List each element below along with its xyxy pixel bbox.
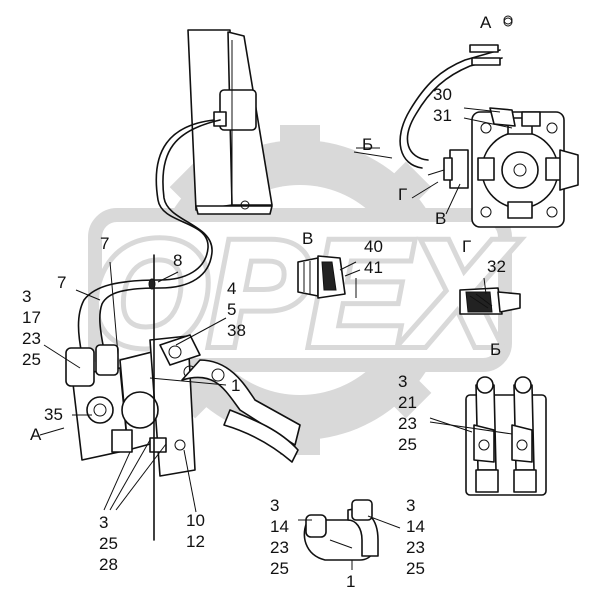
callout-number: 25 (22, 350, 41, 369)
view-label-b-arrow: Б (362, 135, 373, 154)
callout-number: 30 (433, 85, 452, 104)
callout-number: 14 (270, 517, 289, 536)
view-label-v-arrow: В (435, 209, 446, 228)
callout-8: 8 (173, 251, 182, 270)
callout-number: 40 (364, 237, 383, 256)
callout-number: 8 (173, 251, 182, 270)
callout-number: 25 (406, 559, 425, 578)
callout-number: 23 (22, 329, 41, 348)
callout-number: 23 (406, 538, 425, 557)
callout-number: 1 (346, 572, 355, 591)
callout-number: 12 (186, 532, 205, 551)
brake-tubes (77, 119, 221, 356)
callout-number: 23 (398, 414, 417, 433)
hose-fittings (303, 499, 379, 561)
callout-number: 1 (231, 376, 240, 395)
callout-hose-left: 3 14 23 25 (270, 496, 289, 578)
callout-32: 32 (487, 257, 506, 276)
callout-number: 5 (227, 300, 236, 319)
brake-pedal (181, 359, 301, 463)
callout-left-stack: 3 17 23 25 (22, 287, 41, 369)
callout-number: 28 (99, 555, 118, 574)
callout-35: 35 (44, 405, 63, 424)
callout-number: 7 (57, 273, 66, 292)
callout-number: 14 (406, 517, 425, 536)
detail-v-fitting (297, 255, 361, 299)
callout-number: 17 (22, 308, 41, 327)
view-labels: А А Б Б Г Г В В (30, 13, 513, 444)
callout-number: 32 (487, 257, 506, 276)
valve-top-view (399, 15, 579, 228)
view-label-a-top: А (480, 13, 492, 32)
callout-number: 3 (406, 496, 415, 515)
callout-number: 3 (22, 287, 31, 306)
callout-number: 7 (100, 234, 109, 253)
callout-number: 21 (398, 393, 417, 412)
callout-number: 25 (270, 559, 289, 578)
callout-1-main: 1 (231, 376, 240, 395)
leader-lines (39, 107, 513, 570)
pedal-valve-assembly (65, 254, 201, 541)
callout-number: 10 (186, 511, 205, 530)
callout-number: 38 (227, 321, 246, 340)
valve-view-b (465, 376, 547, 496)
view-label-v-detail: В (302, 229, 313, 248)
callout-7-upper: 7 (100, 234, 109, 253)
view-label-a-side: А (30, 425, 42, 444)
callout-bottom-left: 3 25 28 (99, 513, 118, 574)
callout-number: 4 (227, 279, 236, 298)
callout-4-5-38: 4 5 38 (227, 279, 246, 340)
callout-number: 3 (270, 496, 279, 515)
callout-number: 25 (99, 534, 118, 553)
callout-hose-right: 3 14 23 25 (406, 496, 425, 578)
callout-number: 41 (364, 258, 383, 277)
view-label-g-detail: Г (462, 237, 471, 256)
view-a-marker-icon (503, 17, 513, 27)
callout-7-lower: 7 (57, 273, 66, 292)
callout-number: 3 (99, 513, 108, 532)
view-label-b-bottom: Б (490, 340, 501, 359)
view-label-g-arrow: Г (398, 185, 407, 204)
callout-right-stack: 3 21 23 25 (398, 372, 417, 454)
detail-g-fitting (459, 287, 521, 315)
callout-number: 25 (398, 435, 417, 454)
callout-1-hose: 1 (346, 572, 355, 591)
callout-number: 3 (398, 372, 407, 391)
callout-number: 31 (433, 106, 452, 125)
callout-number: 23 (270, 538, 289, 557)
callout-number: 35 (44, 405, 63, 424)
